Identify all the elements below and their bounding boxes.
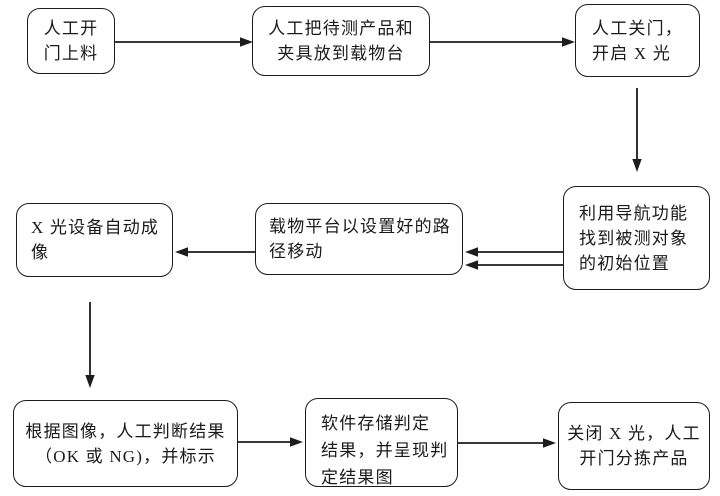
node-stage-moves-along-path: 载物平台以设置好的路 径移动 bbox=[255, 203, 463, 275]
node-text-line: 夹具放到载物台 bbox=[277, 44, 405, 63]
node-place-product-on-stage: 人工把待测产品和 夹具放到载物台 bbox=[252, 6, 430, 76]
node-text-line: 门上料 bbox=[43, 44, 99, 63]
edge-n7-n8-arrow-right-icon bbox=[238, 437, 303, 447]
node-text-line: 关闭 X 光，人工 bbox=[567, 424, 701, 443]
node-text-line: 人工关门， bbox=[592, 18, 683, 38]
node-open-door-load: 人工开 门上料 bbox=[27, 8, 115, 74]
node-xray-off-sort-product: 关闭 X 光，人工 开门分拣产品 bbox=[558, 402, 710, 490]
node-text-line: （OK 或 NG)，并标示 bbox=[35, 446, 216, 466]
edge-n4-n5-arrow-left-lower-icon bbox=[465, 260, 563, 270]
node-text-line: 根据图像，人工判断结果 bbox=[25, 421, 226, 441]
edge-n5-n6-arrow-left-icon bbox=[175, 247, 255, 257]
node-text-line: 像 bbox=[31, 243, 50, 262]
node-navigate-to-initial-position: 利用导航功能 找到被测对象 的初始位置 bbox=[563, 186, 710, 290]
node-text-line: 径移动 bbox=[269, 242, 324, 261]
node-software-store-result: 软件存储判定 结果，并呈现判 定结果图 bbox=[305, 398, 458, 487]
edge-n6-n7-arrow-down-icon bbox=[85, 302, 95, 388]
edge-n4-n5-arrow-left-upper-icon bbox=[465, 247, 563, 257]
node-close-door-xray-on: 人工关门， 开启 X 光 bbox=[575, 4, 700, 77]
node-text-line: 的初始位置 bbox=[579, 253, 670, 273]
node-xray-auto-imaging: X 光设备自动成 像 bbox=[16, 203, 173, 277]
node-text-line: 找到被测对象 bbox=[579, 228, 689, 248]
node-text-line: 人工把待测产品和 bbox=[268, 19, 414, 38]
edge-n3-n4-arrow-down-icon bbox=[632, 88, 642, 172]
node-text-line: 结果，并呈现判 bbox=[321, 441, 449, 460]
node-text-line: 利用导航功能 bbox=[579, 203, 689, 223]
node-text-line: 开门分拣产品 bbox=[579, 449, 689, 468]
node-manual-judge-result: 根据图像，人工判断结果 （OK 或 NG)，并标示 bbox=[13, 400, 238, 487]
edge-n1-n2-arrow-right-icon bbox=[115, 37, 253, 47]
edge-n8-n9-arrow-right-icon bbox=[458, 438, 556, 448]
edge-n2-n3-arrow-right-icon bbox=[430, 37, 575, 47]
node-text-line: 人工开 bbox=[43, 19, 99, 38]
node-text-line: 软件存储判定 bbox=[321, 414, 431, 433]
node-text-line: X 光设备自动成 bbox=[31, 218, 160, 237]
node-text-line: 定结果图 bbox=[321, 468, 394, 487]
node-text-line: 开启 X 光 bbox=[592, 43, 671, 63]
node-text-line: 载物平台以设置好的路 bbox=[269, 217, 451, 236]
